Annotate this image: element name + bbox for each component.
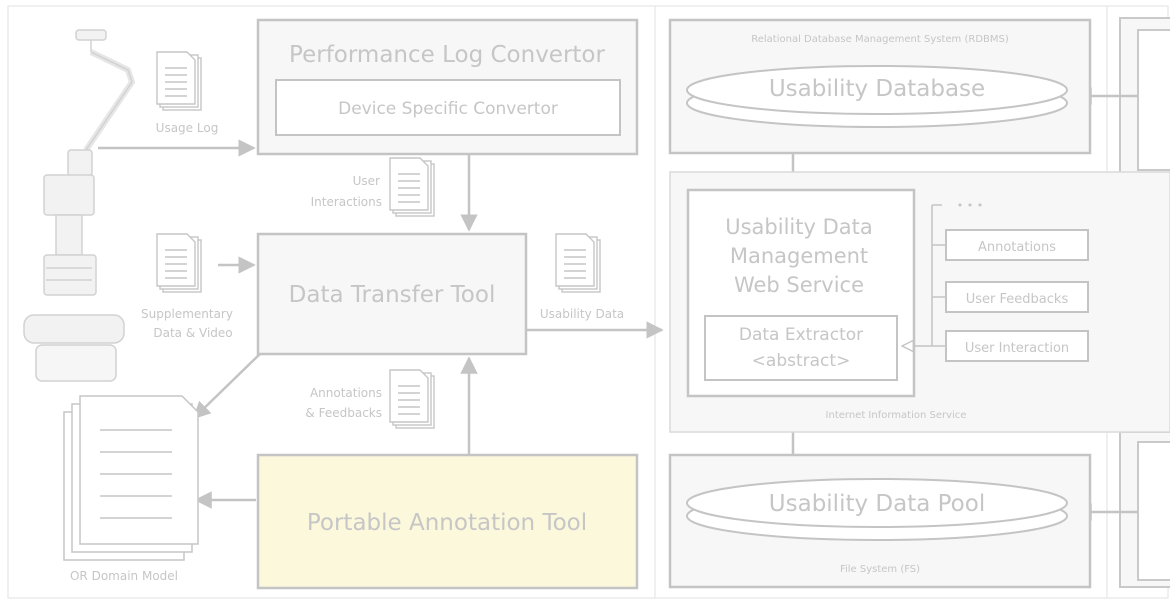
user-interaction-label: User Interaction xyxy=(965,341,1069,356)
user-feedbacks-box xyxy=(945,281,1089,313)
document-icon xyxy=(389,157,435,217)
web-service-label-3: Web Service xyxy=(734,273,864,297)
user-feedbacks-label: User Feedbacks xyxy=(966,292,1069,307)
annotations-label: Annotations xyxy=(978,240,1056,255)
iis-label: Internet Information Service xyxy=(826,410,967,421)
or-domain-model-label: OR Domain Model xyxy=(70,569,178,583)
document-icon xyxy=(389,369,435,429)
model-arrow xyxy=(192,351,263,420)
rdbms-label: Relational Database Management System (R… xyxy=(751,34,1009,45)
more-implementations-ellipsis: • • • xyxy=(957,199,983,212)
usability-database-cylinder xyxy=(686,65,1068,128)
data-transfer-tool-label: Data Transfer Tool xyxy=(289,282,496,308)
or-domain-model-icon xyxy=(63,395,199,561)
supplementary-label-1: Supplementary xyxy=(141,307,233,321)
data-extractor-label-1: Data Extractor xyxy=(739,325,863,345)
annotations-feedbacks-label-1: Annotations xyxy=(310,386,382,400)
document-icon xyxy=(555,233,601,293)
data-extractor-box xyxy=(704,315,898,381)
device-specific-convertor-label: Device Specific Convertor xyxy=(338,99,558,119)
annotations-feedbacks-label-2: & Feedbacks xyxy=(305,406,382,420)
device-specific-convertor-box xyxy=(275,79,621,136)
web-service-label-1: Usability Data xyxy=(725,215,873,239)
user-interactions-label-1: User xyxy=(353,174,380,188)
external-source-boxes xyxy=(1119,17,1170,588)
performance-log-convertor-label: Performance Log Convertor xyxy=(289,42,605,68)
medical-device-icon xyxy=(23,29,136,382)
usability-data-pool-cylinder xyxy=(686,478,1068,541)
annotations-box xyxy=(945,229,1089,261)
usability-data-label: Usability Data xyxy=(540,307,624,321)
data-extractor-label-2: <abstract> xyxy=(752,351,851,371)
web-service-label-2: Management xyxy=(730,244,868,268)
user-interaction-box xyxy=(945,330,1089,362)
portable-annotation-tool-label: Portable Annotation Tool xyxy=(307,510,587,536)
portable-annotation-tool-box xyxy=(256,453,639,590)
supplementary-label-2: Data & Video xyxy=(153,326,232,340)
usability-data-pool-label: Usability Data Pool xyxy=(769,491,985,517)
usability-database-label: Usability Database xyxy=(769,76,985,102)
document-icon xyxy=(156,51,202,111)
data-transfer-tool-box xyxy=(256,232,528,356)
usage-log-label: Usage Log xyxy=(156,121,219,135)
document-icon xyxy=(156,233,202,293)
fs-label: File System (FS) xyxy=(840,564,920,575)
user-interactions-label-2: Interactions xyxy=(311,195,382,209)
